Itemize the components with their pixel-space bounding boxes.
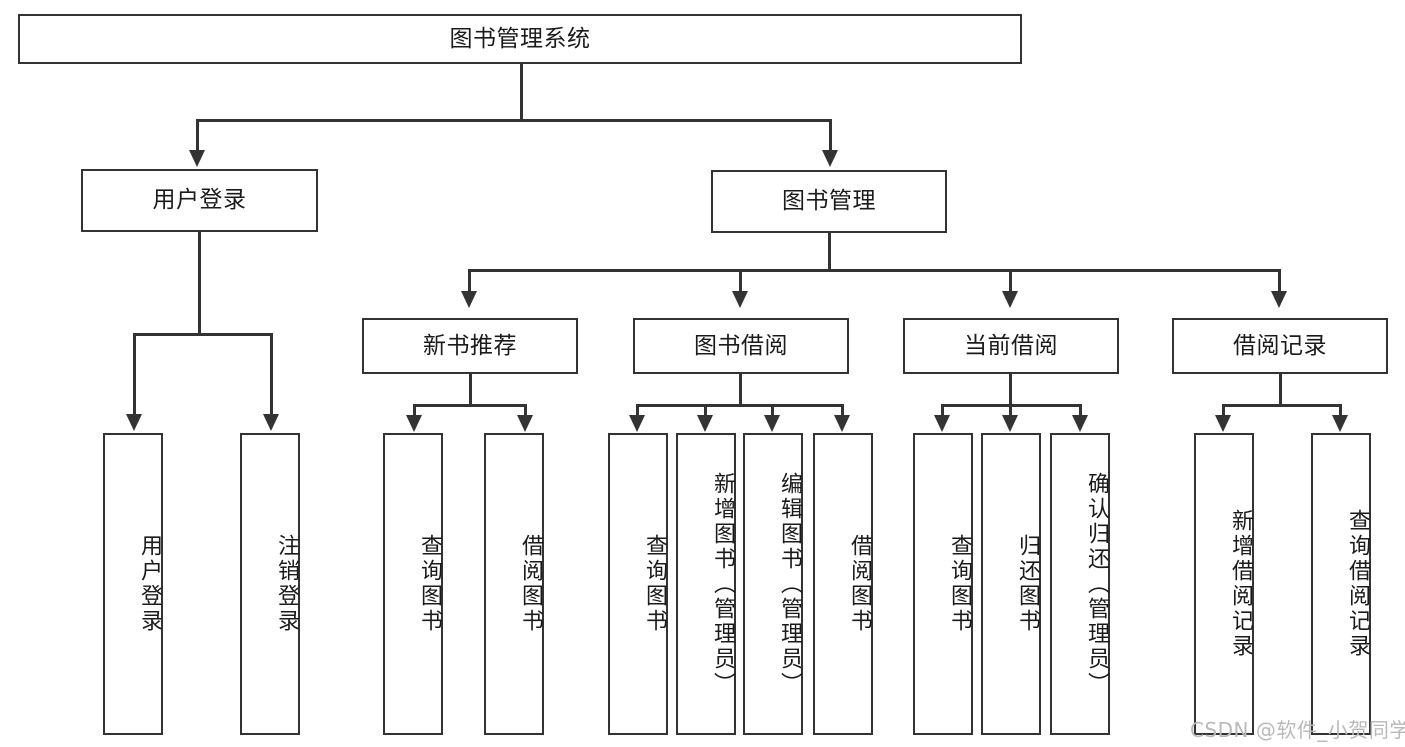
node-user-login[interactable]: 用户登录	[81, 169, 318, 232]
leaf-borrow-book-2-label: 借阅图书	[847, 534, 872, 634]
leaf-query-record[interactable]: 查询借阅记录	[1311, 433, 1371, 735]
connector-bb-to-leaf-4	[841, 404, 844, 417]
leaf-add-book[interactable]: 新增图书（管理员）	[676, 433, 736, 735]
node-book-borrow-label: 图书借阅	[694, 332, 788, 359]
leaf-add-book-label: 新增图书（管理员）	[710, 471, 735, 697]
connector-cb-to-leaf-3	[1079, 404, 1082, 417]
node-borrow-record[interactable]: 借阅记录	[1172, 318, 1388, 374]
arrow-cb-to-leaf-1	[934, 415, 950, 432]
leaf-add-record[interactable]: 新增借阅记录	[1194, 433, 1254, 735]
connector-cb-to-leaf-2	[1009, 404, 1012, 417]
node-book-management[interactable]: 图书管理	[711, 170, 947, 233]
node-root-system[interactable]: 图书管理系统	[18, 14, 1022, 64]
connector-bm-to-new-book	[468, 269, 471, 292]
arrow-bb-to-leaf-2	[697, 415, 713, 432]
node-borrow-record-label: 借阅记录	[1233, 332, 1327, 359]
leaf-query-book-2[interactable]: 查询图书	[608, 433, 668, 735]
leaf-borrow-book-1-label: 借阅图书	[518, 534, 543, 634]
node-book-management-label: 图书管理	[782, 188, 876, 215]
node-current-borrow-label: 当前借阅	[964, 332, 1058, 359]
connector-new-book-to-leaf-1	[413, 404, 416, 417]
connector-cb-to-leaf-1	[941, 404, 944, 417]
connector-new-book-bar	[413, 404, 526, 407]
leaf-query-record-label: 查询借阅记录	[1345, 509, 1370, 659]
leaf-edit-book[interactable]: 编辑图书（管理员）	[743, 433, 803, 735]
leaf-confirm-return-label: 确认归还（管理员）	[1084, 471, 1109, 697]
leaf-add-record-label: 新增借阅记录	[1228, 509, 1253, 659]
arrow-new-book-to-leaf-2	[517, 415, 533, 432]
leaf-logout-login-label: 注销登录	[274, 534, 299, 634]
connector-root-to-book-management	[829, 119, 832, 153]
leaf-borrow-book-2[interactable]: 借阅图书	[813, 433, 873, 735]
connector-user-login-to-leaf-2	[270, 333, 273, 415]
connector-book-borrow-stem	[739, 374, 742, 406]
arrow-cb-to-leaf-3	[1072, 415, 1088, 432]
arrow-br-to-leaf-2	[1332, 415, 1348, 432]
connector-root-to-user-login	[196, 119, 199, 153]
connector-book-borrow-bar	[636, 404, 843, 407]
arrow-root-to-user-login	[189, 150, 205, 167]
arrow-bm-to-borrow-record	[1271, 291, 1287, 308]
connector-root-bar	[196, 119, 831, 122]
csdn-watermark: CSDN @软件_小贺同学	[1190, 718, 1405, 742]
node-current-borrow[interactable]: 当前借阅	[903, 318, 1119, 374]
arrow-bb-to-leaf-3	[764, 415, 780, 432]
connector-root-stem	[520, 64, 523, 120]
connector-bb-to-leaf-3	[771, 404, 774, 417]
leaf-confirm-return[interactable]: 确认归还（管理员）	[1050, 433, 1110, 735]
connector-bb-to-leaf-1	[636, 404, 639, 417]
arrow-bm-to-new-book	[461, 291, 477, 308]
leaf-return-book[interactable]: 归还图书	[981, 433, 1041, 735]
arrow-root-to-book-management	[822, 150, 838, 167]
leaf-query-book-1-label: 查询图书	[417, 534, 442, 634]
leaf-query-book-2-label: 查询图书	[642, 534, 667, 634]
node-new-book-recommend[interactable]: 新书推荐	[362, 318, 578, 374]
leaf-return-book-label: 归还图书	[1015, 534, 1040, 634]
leaf-user-login-label: 用户登录	[137, 534, 162, 634]
connector-user-login-to-leaf-1	[133, 333, 136, 415]
arrow-cb-to-leaf-2	[1002, 415, 1018, 432]
leaf-query-book-3[interactable]: 查询图书	[913, 433, 973, 735]
node-book-borrow[interactable]: 图书借阅	[633, 318, 849, 374]
connector-new-book-to-leaf-2	[524, 404, 527, 417]
connector-book-management-bar	[468, 269, 1280, 272]
connector-bb-to-leaf-2	[704, 404, 707, 417]
arrow-user-login-to-leaf-2	[263, 414, 279, 431]
node-root-system-label: 图书管理系统	[449, 25, 591, 52]
arrow-bb-to-leaf-1	[629, 415, 645, 432]
arrow-new-book-to-leaf-1	[406, 415, 422, 432]
arrow-bb-to-leaf-4	[834, 415, 850, 432]
arrow-bm-to-book-borrow	[732, 291, 748, 308]
leaf-edit-book-label: 编辑图书（管理员）	[777, 471, 802, 697]
node-new-book-recommend-label: 新书推荐	[423, 332, 517, 359]
connector-book-management-stem	[828, 233, 831, 271]
connector-current-borrow-stem	[1009, 374, 1012, 406]
connector-bm-to-current-borrow	[1009, 269, 1012, 292]
node-user-login-label: 用户登录	[152, 187, 247, 214]
connector-bm-to-book-borrow	[739, 269, 742, 292]
connector-br-to-leaf-1	[1222, 404, 1225, 417]
arrow-bm-to-current-borrow	[1002, 291, 1018, 308]
arrow-user-login-to-leaf-1	[126, 414, 142, 431]
connector-borrow-record-bar	[1222, 404, 1339, 407]
leaf-logout-login[interactable]: 注销登录	[240, 433, 300, 735]
arrow-br-to-leaf-1	[1215, 415, 1231, 432]
connector-bm-to-borrow-record	[1278, 269, 1281, 292]
leaf-query-book-1[interactable]: 查询图书	[383, 433, 443, 735]
connector-new-book-stem	[469, 374, 472, 406]
connector-user-login-bar	[133, 333, 272, 336]
connector-br-to-leaf-2	[1339, 404, 1342, 417]
leaf-query-book-3-label: 查询图书	[947, 534, 972, 634]
connector-user-login-stem	[198, 232, 201, 335]
connector-borrow-record-stem	[1279, 374, 1282, 406]
leaf-borrow-book-1[interactable]: 借阅图书	[484, 433, 544, 735]
leaf-user-login[interactable]: 用户登录	[103, 433, 163, 735]
